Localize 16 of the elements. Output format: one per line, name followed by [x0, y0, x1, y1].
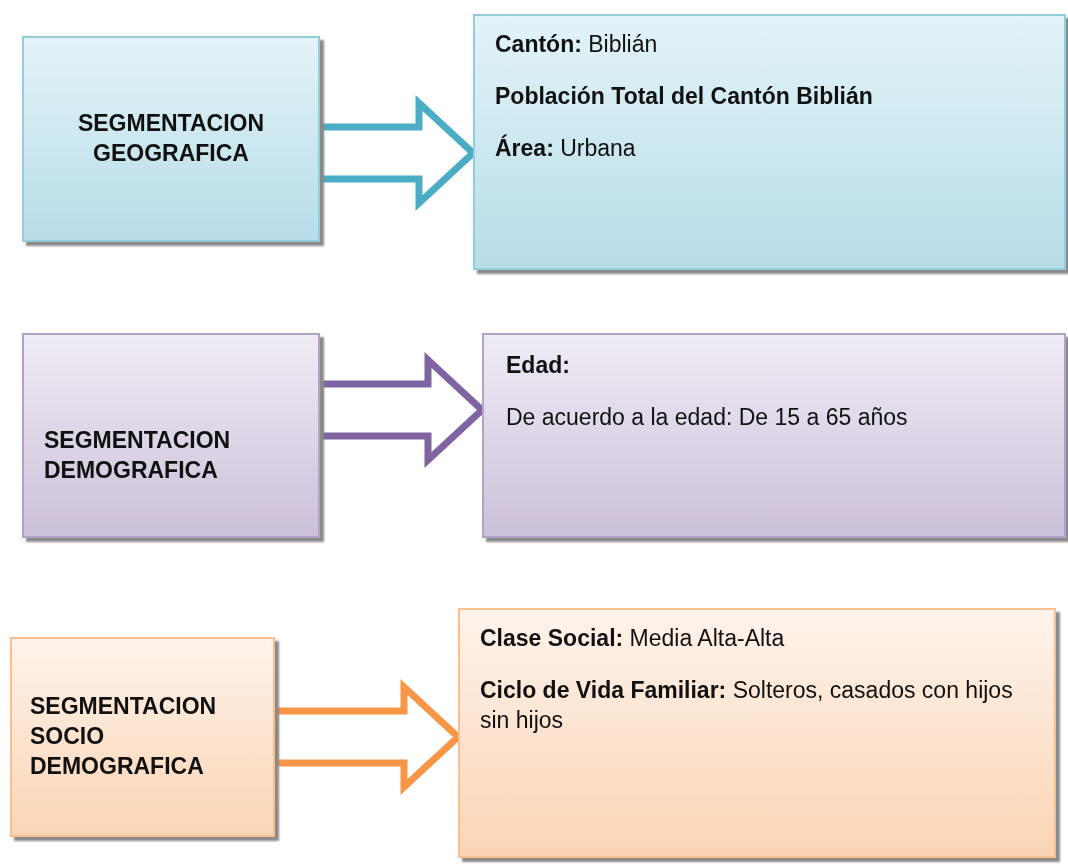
detail-text: Clase Social: Media Alta-Alta: [480, 624, 786, 653]
detail-text: Área: Urbana: [495, 133, 637, 163]
detail-box: [458, 608, 1056, 858]
segment-title: SEGMENTACION DEMOGRAFICA: [44, 425, 232, 485]
segment-title: SEGMENTACION GEOGRAFICA: [76, 109, 266, 168]
detail-box: [482, 333, 1066, 538]
detail-text: Edad:: [506, 351, 571, 380]
segment-title: SEGMENTACION SOCIO DEMOGRAFICA: [30, 692, 218, 781]
segment-box: [22, 333, 320, 538]
detail-text: Cantón: Biblián: [495, 30, 659, 59]
detail-text: Ciclo de Vida Familiar: Solteros, casados con hijos sin hijos: [480, 675, 1014, 735]
detail-box: [473, 14, 1066, 270]
detail-text: De acuerdo a la edad: De 15 a 65 años: [506, 402, 909, 432]
segment-box: [10, 637, 275, 837]
detail-text: Población Total del Cantón Biblián: [495, 81, 874, 111]
segment-box: [22, 36, 320, 242]
